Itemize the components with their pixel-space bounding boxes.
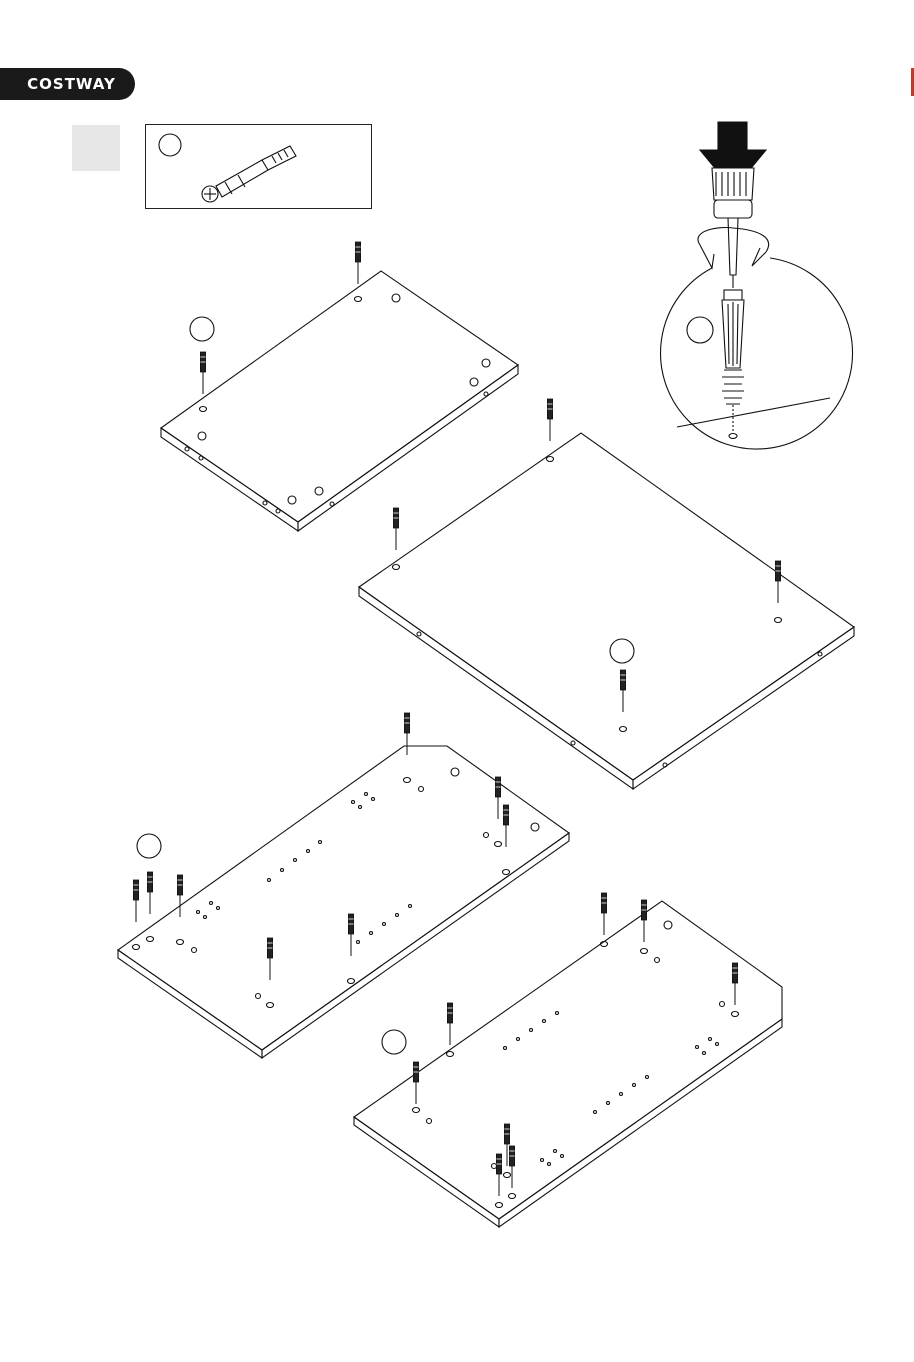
- panel-label-circle: [190, 317, 214, 341]
- cam-bolt: [775, 561, 780, 603]
- detail-label-circle: [687, 317, 713, 343]
- cam-bolt: [413, 1062, 418, 1104]
- cam-bolt: [504, 1124, 509, 1166]
- cam-bolt-insertion-detail: [661, 122, 853, 449]
- cam-bolt: [393, 508, 398, 550]
- cam-bolt: [641, 900, 646, 942]
- parts-callout-content: [159, 134, 296, 202]
- cam-bolt: [732, 963, 737, 1005]
- cam-bolt: [509, 1146, 514, 1188]
- cam-bolt: [133, 880, 138, 922]
- panel-label-circle: [610, 639, 634, 663]
- cam-bolt: [503, 805, 508, 847]
- cam-bolt: [496, 1154, 501, 1196]
- cam-bolt: [404, 713, 409, 755]
- cam-bolt: [495, 777, 500, 819]
- cam-bolt: [147, 872, 152, 914]
- side-panel-left: [118, 713, 569, 1058]
- panel-label-circle: [382, 1030, 406, 1054]
- cam-bolt: [200, 352, 205, 394]
- cam-bolt: [267, 938, 272, 980]
- cam-bolt-icon: [202, 146, 296, 202]
- cam-bolt: [601, 893, 606, 935]
- cam-bolt: [177, 875, 182, 917]
- cam-bolt: [348, 914, 353, 956]
- large-panel: [359, 399, 854, 789]
- cam-bolt: [355, 242, 360, 284]
- side-panel-right: [354, 893, 782, 1227]
- panel-label-circle: [137, 834, 161, 858]
- part-label-circle: [159, 134, 181, 156]
- cam-bolt: [447, 1003, 452, 1045]
- cam-bolt: [620, 670, 625, 712]
- screwdriver-icon: [698, 122, 769, 288]
- cam-bolt: [547, 399, 552, 441]
- top-panel: [161, 242, 518, 531]
